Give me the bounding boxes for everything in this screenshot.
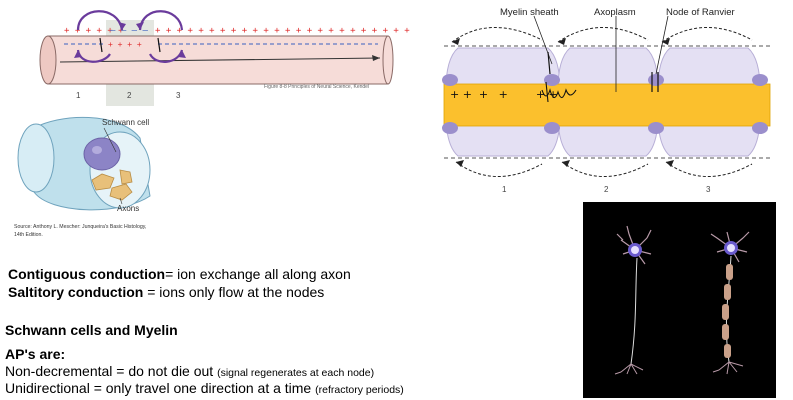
axon-bundle [91, 173, 115, 191]
current-arc-top-2 [557, 27, 649, 43]
myelin-segment [726, 264, 733, 280]
current-arrowhead [178, 50, 186, 58]
axon-bundle [119, 169, 133, 185]
inside-positive-charges: + + + + [108, 40, 142, 49]
outside-positive-charges-left: + + + + + + [64, 26, 124, 36]
schwann-heading-text: Schwann cells and Myelin [5, 322, 178, 338]
figure-caption: Figure 8-8 Principles of Neural Science,… [264, 84, 369, 90]
current-arrowhead [562, 160, 570, 167]
myelinated-neuron [710, 231, 750, 375]
current-arrowhead [118, 22, 126, 30]
node-of-ranvier [442, 122, 458, 134]
current-arc-bottom-3 [665, 161, 753, 177]
saltitory-conduction-line: Saltitory conduction = ions only flow at… [8, 284, 324, 301]
node-of-ranvier [544, 74, 560, 86]
source-line-1: Source: Anthony L. Mescher: Junqueira's … [14, 224, 146, 230]
axon-cut-end [39, 35, 57, 85]
unmyelinated-axon-figure: + + + + + + + + + + + + + + + + + + + + … [0, 0, 410, 110]
aps-subheading: AP's are: [5, 346, 65, 363]
current-arc-bottom-1 [455, 161, 543, 177]
nucleus-highlight [92, 146, 102, 154]
schwann-nucleus [83, 137, 121, 171]
current-arc-bottom-2 [561, 161, 649, 177]
myelin-segment [722, 304, 729, 320]
schwann-heading: Schwann cells and Myelin [5, 322, 178, 339]
schwann-leader-line [103, 127, 117, 153]
neuron-comparison-image [583, 202, 776, 398]
axons-label: Axons [117, 204, 139, 213]
pen-mark [547, 51, 551, 75]
myelin-segment [724, 344, 731, 358]
unidirectional-paren: (refractory periods) [315, 384, 404, 396]
saltitory-definition: = ions only flow at the nodes [143, 284, 325, 300]
contiguous-term: Contiguous conduction [8, 266, 166, 282]
signal-direction-line [59, 57, 381, 63]
sheath-back-end [17, 123, 55, 193]
unmyelinated-axon-diagram: + + + + + + + + + + + + + + + + + + + + … [39, 10, 410, 106]
axoplasm-core [443, 83, 771, 127]
unidirectional-text: Unidirectional = only travel one directi… [5, 380, 316, 396]
current-arrowhead [456, 160, 464, 167]
neuron-illustrations [614, 225, 750, 375]
handwritten-scribble [541, 81, 577, 103]
unidirectional-line: Unidirectional = only travel one directi… [5, 380, 404, 399]
outside-positive-charges-right: + + + + + + + + + + + + + + + + + + + + … [155, 26, 410, 36]
current-arrowhead [74, 50, 82, 58]
contiguous-conduction-line: Contiguous conduction= ion exchange all … [8, 266, 351, 283]
segment-label-1: 1 [76, 91, 81, 100]
saltitory-term: Saltitory conduction [8, 284, 144, 300]
myelin-segment [724, 284, 731, 300]
pen-mark [99, 37, 103, 53]
current-arc-top-3 [661, 27, 753, 43]
contiguous-definition: = ion exchange all along axon [165, 266, 351, 282]
node-of-ranvier [442, 74, 458, 86]
current-arc-top-1 [451, 27, 543, 43]
current-arrowhead [666, 160, 674, 167]
axon-bundle [109, 183, 133, 201]
nondecremental-text: Non-decremental = do not die out [5, 363, 218, 379]
myelin-segment-label-1: 1 [502, 185, 507, 194]
source-line-2: 14th Edition. [14, 232, 43, 238]
outside-negative-charges: – – – – [110, 26, 149, 36]
myelin-segment-label-2: 2 [604, 185, 609, 194]
unmyelinated-neuron [614, 225, 652, 375]
node-of-ranvier [648, 122, 664, 134]
node-of-ranvier [544, 122, 560, 134]
axons-leader-line [119, 197, 123, 205]
segment-label-3: 3 [176, 91, 181, 100]
signal-direction-arrowhead [372, 55, 380, 61]
myelin-segment-label-3: 3 [706, 185, 711, 194]
myelin-sheath-label: Myelin sheath [500, 7, 559, 18]
current-arrowhead [136, 22, 144, 30]
node-pointer [655, 15, 669, 75]
myelinated-axon-diagram: Myelin sheath Axoplasm Node of Ranvier +… [442, 7, 771, 194]
axoplasm-label: Axoplasm [594, 7, 636, 18]
myelin-pointer [533, 15, 553, 65]
axon-far-end [382, 35, 394, 85]
nondecremental-paren: (signal regenerates at each node) [217, 367, 375, 379]
node-of-ranvier [648, 74, 664, 86]
handwritten-plus-marks: + + + + + + [450, 88, 558, 101]
current-arrowhead [662, 38, 670, 45]
schwann-cell-figure: Schwann cell Axons Source: Anthony L. Me… [0, 108, 220, 243]
schwann-cell-label: Schwann cell [102, 118, 149, 127]
current-arrowhead [452, 38, 460, 45]
node-of-ranvier-label: Node of Ranvier [666, 7, 735, 18]
nondecremental-line: Non-decremental = do not die out (signal… [5, 363, 374, 382]
myelin-segment [722, 324, 729, 340]
current-arrowhead [558, 38, 566, 45]
node-of-ranvier [752, 122, 768, 134]
pen-mark [157, 37, 161, 53]
myelinated-axon-figure: Myelin sheath Axoplasm Node of Ranvier +… [430, 0, 785, 200]
segment-label-2: 2 [127, 91, 132, 100]
node-of-ranvier [752, 74, 768, 86]
aps-subheading-text: AP's are: [5, 346, 66, 362]
schwann-cell-illustration: Schwann cell Axons Source: Anthony L. Me… [14, 116, 151, 238]
